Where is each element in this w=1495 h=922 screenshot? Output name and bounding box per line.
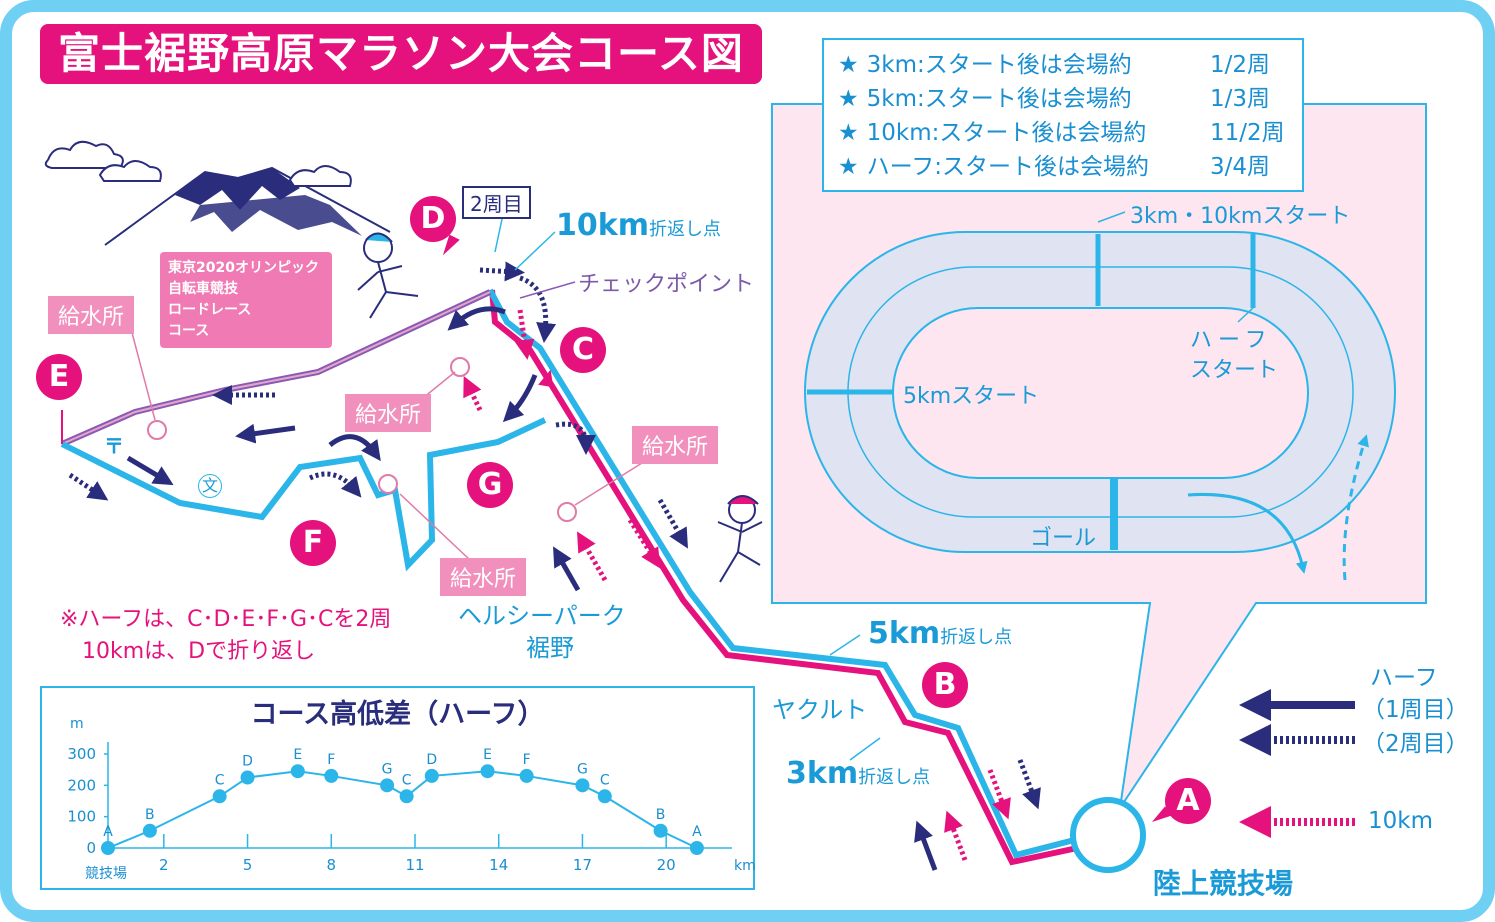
elevation-point-label: E bbox=[293, 747, 302, 763]
x-tick-label: 8 bbox=[326, 856, 336, 874]
legend-half: ハーフ bbox=[1370, 665, 1438, 691]
elevation-point bbox=[324, 768, 339, 783]
point-e-marker: E bbox=[36, 354, 82, 400]
elevation-point bbox=[424, 768, 439, 783]
elevation-point-label: A bbox=[692, 824, 702, 840]
elevation-point bbox=[212, 789, 227, 804]
elevation-point bbox=[399, 789, 414, 804]
point-b-marker: B bbox=[922, 662, 968, 708]
x-axis-label: km bbox=[734, 858, 756, 874]
elevation-chart-box: コース高低差（ハーフ） m 0 100 200 300 2 5 8 11 14 17 20 km 競技場 A… bbox=[40, 686, 756, 890]
track-label-start-5: 5kmスタート bbox=[903, 384, 1040, 409]
turnaround-3km-label: 3km折返し点 bbox=[786, 756, 931, 791]
page-title: 富士裾野高原マラソン大会コース図 bbox=[40, 24, 762, 84]
elevation-point bbox=[240, 770, 255, 785]
water-station-markers bbox=[147, 357, 577, 522]
elevation-point-label: A bbox=[103, 824, 113, 840]
x-origin-label: 競技場 bbox=[85, 866, 127, 882]
stadium-circle bbox=[1070, 797, 1146, 873]
elevation-point-label: G bbox=[382, 761, 393, 777]
healthy-park-label-2: 裾野 bbox=[526, 634, 574, 662]
course-10km-line bbox=[489, 289, 1083, 866]
x-tick-label: 11 bbox=[405, 856, 424, 874]
legend-lap2: （2周目） bbox=[1362, 731, 1469, 757]
olympic-course-box: 東京2020オリンピック 自転車競技 ロードレース コース bbox=[160, 252, 332, 348]
elevation-point bbox=[597, 789, 612, 804]
track-label-start-3-10: 3km・10kmスタート bbox=[1130, 204, 1351, 229]
elevation-point bbox=[480, 764, 495, 779]
post-office-icon: 〒 bbox=[104, 434, 124, 458]
lap2-label: 2周目 bbox=[462, 186, 531, 219]
school-icon: 文 bbox=[198, 474, 222, 498]
elevation-point-label: E bbox=[483, 747, 492, 763]
track-arrow-finish bbox=[1187, 492, 1308, 574]
y-tick-label: 200 bbox=[67, 776, 96, 794]
elevation-point bbox=[290, 764, 305, 779]
elevation-point-label: F bbox=[523, 752, 531, 768]
elevation-point-label: C bbox=[600, 772, 610, 788]
elevation-point bbox=[142, 823, 157, 838]
point-d-marker: D bbox=[410, 196, 456, 242]
x-tick-label: 17 bbox=[573, 856, 592, 874]
track-label-half-start-2: スタート bbox=[1190, 358, 1279, 383]
x-tick-label: 5 bbox=[243, 856, 253, 874]
water-station-label-4: 給水所 bbox=[440, 558, 527, 596]
track-label-goal: ゴール bbox=[1030, 526, 1097, 551]
fuji-illustration bbox=[44, 140, 391, 246]
checkpoint-label: チェックポイント bbox=[578, 272, 755, 297]
point-f-marker: F bbox=[290, 520, 336, 566]
point-a-marker: A bbox=[1165, 778, 1211, 824]
water-station-label-2: 給水所 bbox=[345, 394, 432, 432]
elevation-point-label: F bbox=[327, 752, 335, 768]
elevation-point-label: D bbox=[426, 752, 437, 768]
turnaround-10km-label: 10km折返し点 bbox=[556, 208, 721, 243]
elevation-point-label: D bbox=[242, 754, 253, 770]
track-label-half-start-1: ハーフ bbox=[1190, 328, 1273, 353]
y-tick-label: 100 bbox=[67, 808, 96, 826]
elevation-point-label: C bbox=[402, 772, 412, 788]
elevation-point-label: C bbox=[215, 772, 225, 788]
legend-lap1: （1周目） bbox=[1362, 697, 1469, 723]
direction-arrows bbox=[68, 261, 1041, 871]
point-g-marker: G bbox=[467, 462, 513, 508]
elevation-point bbox=[380, 778, 395, 793]
elevation-point bbox=[653, 823, 668, 838]
healthy-park-label-1: ヘルシーパーク bbox=[458, 602, 626, 630]
water-station-label-1: 給水所 bbox=[48, 296, 135, 334]
yakult-label: ヤクルト bbox=[772, 696, 868, 724]
legend-10km: 10km bbox=[1368, 808, 1433, 834]
y-tick-label: 0 bbox=[86, 839, 96, 857]
elevation-point-label: B bbox=[656, 807, 666, 823]
elevation-point bbox=[101, 841, 115, 855]
runner-illustration-2 bbox=[717, 495, 763, 583]
stadium-label: 陸上競技場 bbox=[1153, 867, 1294, 900]
elevation-point bbox=[519, 768, 534, 783]
y-axis-label: m bbox=[70, 716, 84, 732]
x-tick-label: 2 bbox=[159, 856, 169, 874]
elevation-point-label: B bbox=[145, 807, 155, 823]
elevation-point bbox=[575, 778, 590, 793]
elevation-point bbox=[689, 841, 704, 855]
point-c-marker: C bbox=[560, 327, 606, 373]
x-tick-label: 20 bbox=[657, 856, 676, 874]
runner-illustration-1 bbox=[357, 232, 419, 319]
elevation-point-label: G bbox=[577, 761, 588, 777]
elevation-chart-title: コース高低差（ハーフ） bbox=[250, 699, 545, 730]
water-station-label-3: 給水所 bbox=[632, 426, 719, 464]
x-tick-label: 14 bbox=[489, 856, 508, 874]
turnaround-5km-label: 5km折返し点 bbox=[868, 616, 1013, 651]
y-tick-label: 300 bbox=[67, 745, 96, 763]
course-note: ※ハーフは、C･D･E･F･G･Cを2周 10kmは、Dで折り返し bbox=[60, 607, 392, 664]
